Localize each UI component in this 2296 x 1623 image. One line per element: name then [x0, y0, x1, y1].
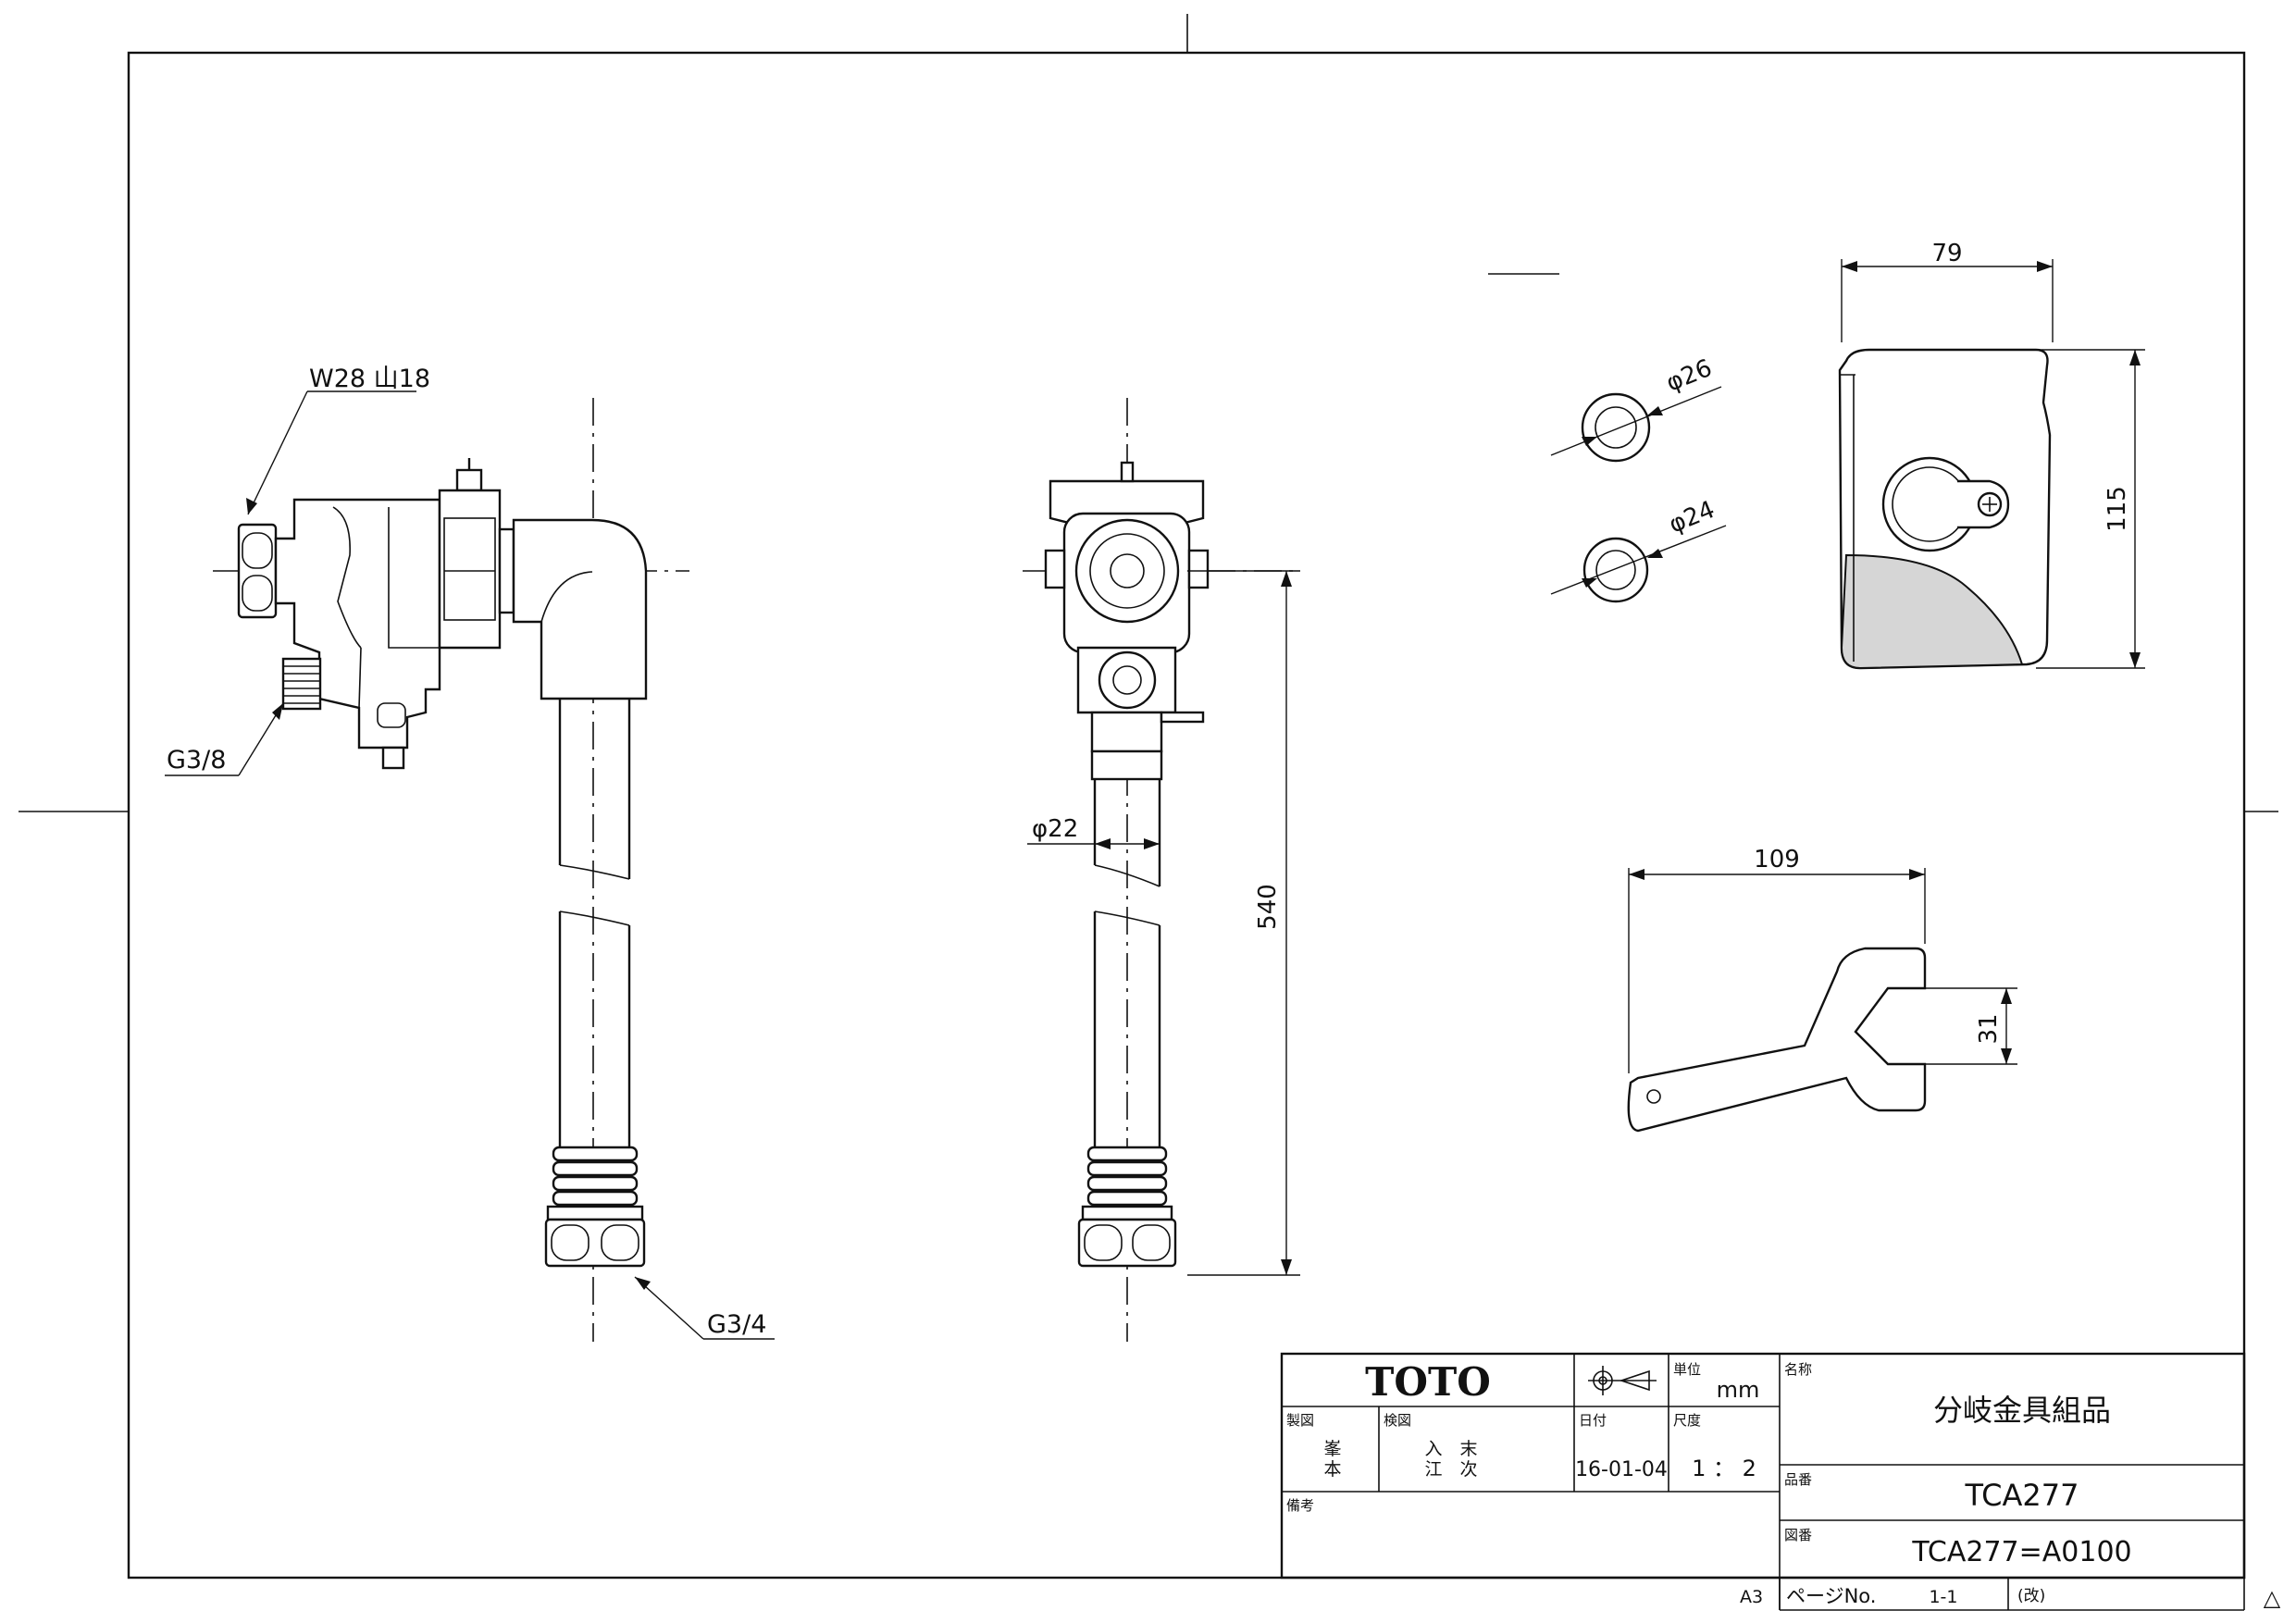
date-label: 日付 — [1579, 1412, 1607, 1429]
label-case-height: 115 — [2104, 486, 2131, 532]
remarks-label: 備考 — [1286, 1497, 1314, 1514]
elbow-fitting — [512, 518, 648, 700]
sheet-size: A3 — [1740, 1587, 1763, 1607]
scale-value: 1 ： 2 — [1692, 1456, 1756, 1481]
unit-label: 単位 — [1673, 1361, 1701, 1378]
hose-lower — [558, 911, 631, 1147]
product-no-value: TCA277 — [1965, 1478, 2079, 1513]
side-hose-lower — [1093, 911, 1161, 1147]
hose-fitting-end — [544, 1146, 646, 1268]
title-block: TOTO 単位 mm 名称 分岐金具組品 製図 峯 本 検図 入 末 江 次 日… — [1280, 1352, 2281, 1611]
side-hose-fitting-end — [1077, 1146, 1177, 1268]
revision-label: (改) — [2017, 1587, 2045, 1605]
drawing-no-value: TCA277=A0100 — [1911, 1536, 2131, 1568]
revision-mark: △ — [2264, 1585, 2281, 1611]
scale-label: 尺度 — [1673, 1412, 1701, 1429]
label-nut-thread: W28 山18 — [309, 365, 430, 393]
hose-upper — [558, 699, 631, 879]
side-hose-upper — [1093, 779, 1161, 886]
side-inlet-circle — [1098, 650, 1157, 710]
page-value: 1-1 — [1929, 1587, 1957, 1607]
front-view: W28 山18 G3/8 G3/4 — [165, 365, 775, 1342]
brand-logo: TOTO — [1365, 1359, 1491, 1405]
clamp — [438, 489, 502, 650]
checked-names-2: 江 次 — [1424, 1459, 1477, 1480]
name-label: 名称 — [1784, 1361, 1812, 1378]
drawn-name-2: 本 — [1323, 1459, 1341, 1480]
drawn-label: 製図 — [1286, 1412, 1314, 1429]
label-hose-diameter: φ22 — [1032, 815, 1078, 843]
drawing-frame — [127, 51, 2246, 1580]
drawing-no-label: 図番 — [1784, 1527, 1812, 1543]
label-gasket-large: φ26 — [1662, 354, 1716, 398]
page-label: ページNo. — [1786, 1585, 1876, 1607]
clamp-handle — [455, 468, 483, 492]
wrench-tool — [1627, 947, 1927, 1133]
checked-names-1: 入 末 — [1424, 1439, 1477, 1459]
checked-label: 検図 — [1384, 1412, 1411, 1429]
label-tool-jaw: 31 — [1975, 1013, 2003, 1044]
label-outlet-thread: G3/4 — [707, 1310, 766, 1339]
projection-symbol-icon — [1588, 1366, 1657, 1395]
label-case-width: 79 — [1931, 240, 1962, 267]
inlet-thread — [281, 657, 322, 711]
drawn-name-1: 峯 — [1323, 1439, 1341, 1459]
product-no-label: 品番 — [1784, 1471, 1812, 1488]
gasket-small — [1582, 537, 1649, 603]
gasket-large — [1581, 392, 1651, 463]
unit-value: mm — [1717, 1377, 1760, 1403]
side-view: φ22 540 — [1023, 398, 1300, 1342]
label-tool-length: 109 — [1754, 846, 1800, 873]
label-gasket-small: φ24 — [1665, 496, 1719, 539]
side-outlet-circle — [1074, 518, 1180, 624]
date-value: 16-01-04 — [1575, 1458, 1668, 1481]
label-inlet-thread: G3/8 — [167, 746, 226, 774]
label-hose-length: 540 — [1254, 884, 1282, 930]
valve-body — [274, 498, 441, 750]
name-value: 分岐金具組品 — [1933, 1393, 2111, 1428]
accessories: φ26 φ24 79 115 — [1488, 240, 2145, 1133]
